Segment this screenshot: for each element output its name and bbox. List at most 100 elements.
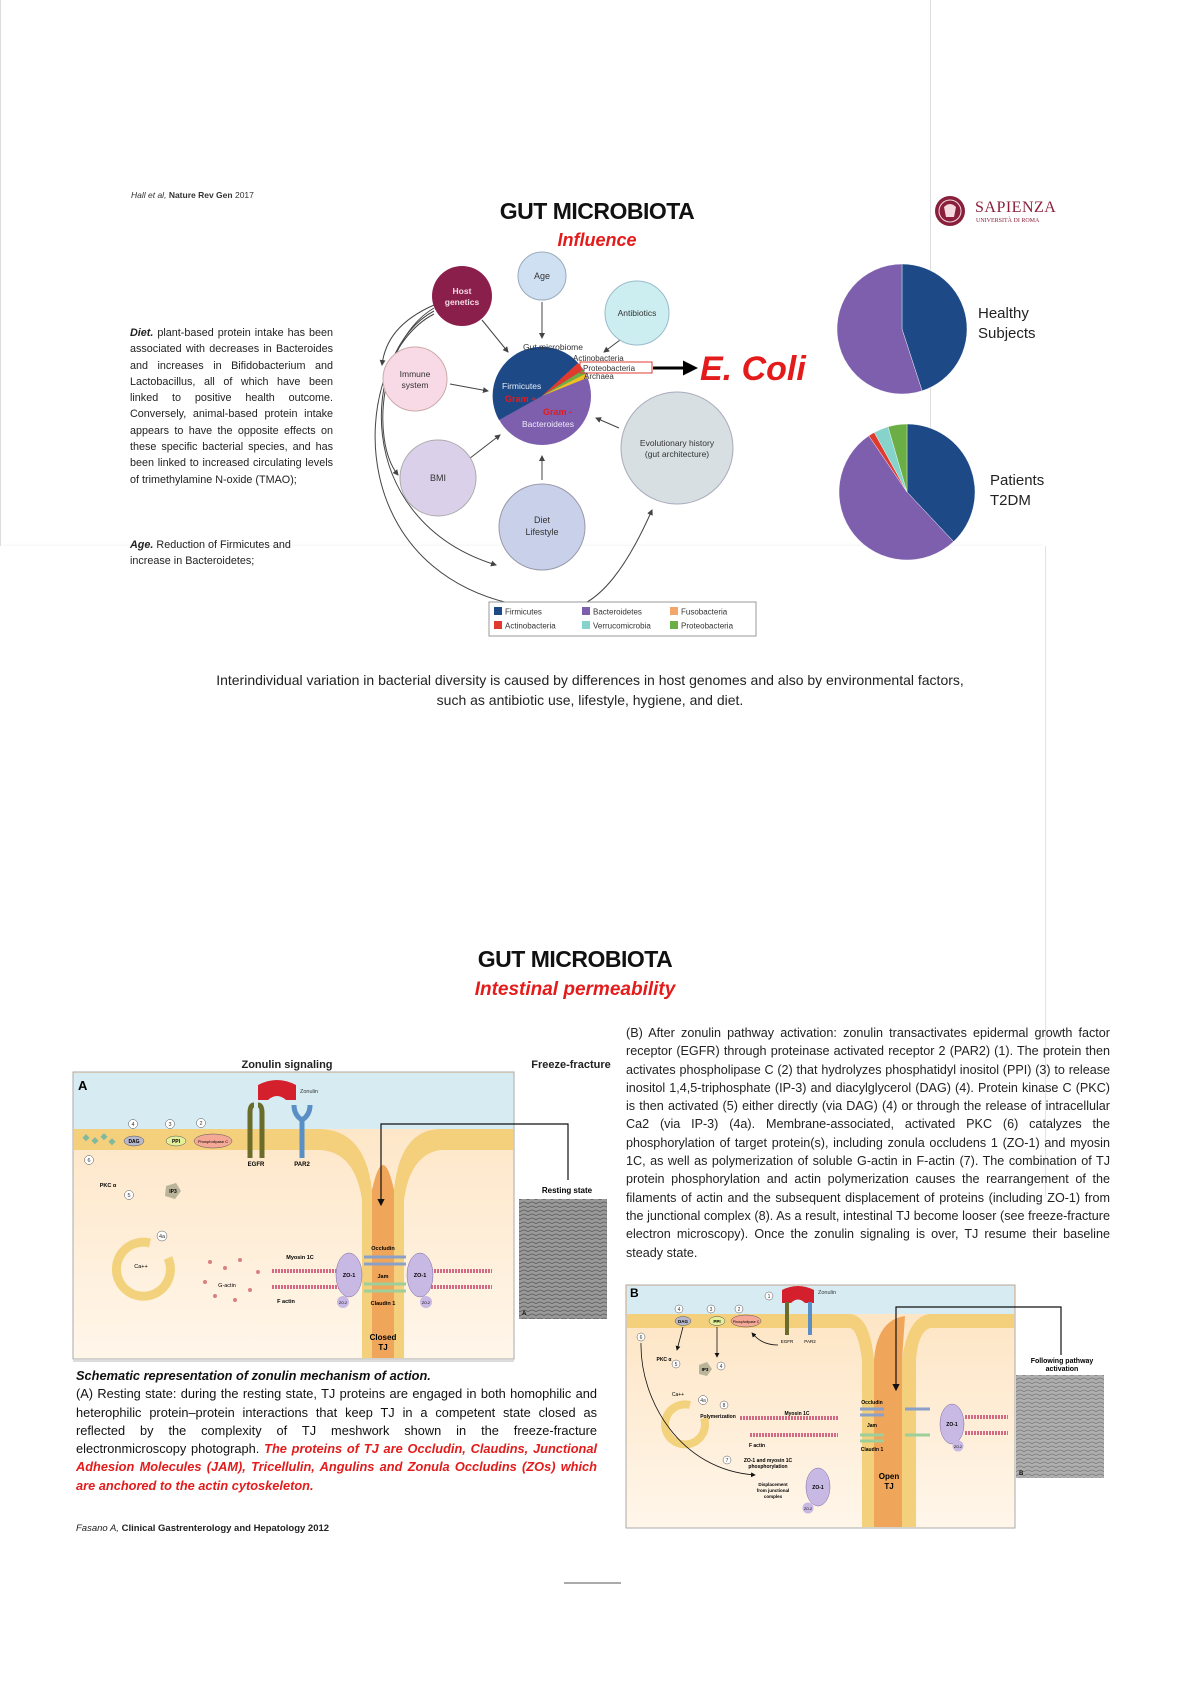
zo1-displaced-label: ZO-1 — [812, 1485, 824, 1491]
diet-text: plant-based protein intake has been asso… — [130, 327, 333, 486]
closed-tj-label-1: Closed — [370, 1333, 397, 1342]
pkc-label-b: PKC α — [656, 1357, 672, 1363]
displacement-label-3: complex — [764, 1494, 783, 1499]
dag-label-a: DAG — [128, 1139, 139, 1145]
par2-label-b: PAR2 — [804, 1339, 816, 1344]
healthy-label-1: Healthy — [978, 305, 1029, 322]
freeze-fracture-heading: Freeze-fracture — [531, 1059, 610, 1071]
micrograph-a-letter: A — [522, 1311, 527, 1317]
egfr-label-a: EGFR — [248, 1162, 265, 1168]
zo2-displaced-label: ZO-2 — [804, 1507, 812, 1511]
panel-a: Zonulin EGFR PAR2 DAG PPI Phospholipase … — [72, 1071, 515, 1360]
sapienza-logo: SAPIENZA UNIVERSITÀ DI ROMA — [934, 195, 1059, 229]
citation-author: Fasano A, — [76, 1523, 119, 1534]
ppi-label-b: PPI — [713, 1319, 720, 1324]
age-paragraph: Age. Reduction of Firmicutes and increas… — [130, 537, 333, 570]
jam-label-b: Jam — [867, 1423, 878, 1429]
step-5-b: 5 — [675, 1362, 678, 1368]
logo-subname: UNIVERSITÀ DI ROMA — [976, 218, 1040, 224]
patients-label-2: T2DM — [990, 492, 1031, 509]
claudin-label-b: Claudin 1 — [861, 1447, 884, 1453]
pie-slice-bacteroidetes — [838, 435, 954, 561]
legend-label: Firmicutes — [505, 608, 542, 617]
legend-swatch — [582, 607, 590, 615]
diet-node-label-2: Lifestyle — [525, 527, 558, 537]
legend-swatch — [494, 607, 502, 615]
step-3-b: 3 — [710, 1307, 713, 1313]
myosin-label-b: Myosin 1C — [784, 1411, 809, 1417]
gram-negative-label: Gram - — [543, 407, 572, 417]
closed-tj-label-2: TJ — [378, 1343, 387, 1352]
caption-red-text: The proteins of TJ are Occludin, Claudin… — [76, 1441, 597, 1493]
slide1-title: GUT MICROBIOTA — [499, 198, 695, 224]
diet-label: Diet. — [130, 327, 154, 339]
zonulin-signaling-heading: Zonulin signaling — [241, 1059, 332, 1071]
claudin-label-a: Claudin 1 — [371, 1301, 396, 1307]
f-actin-label-a: F actin — [277, 1299, 295, 1305]
ip3-label-b: IP3 — [702, 1367, 709, 1372]
slide1-caption: Interindividual variation in bacterial d… — [140, 670, 1040, 710]
citation-journal: Nature Rev Gen — [168, 190, 233, 200]
legend-label: Actinobacteria — [505, 622, 556, 631]
archaea-label: Archaea — [584, 372, 614, 381]
caption-line-2: such as antibiotic use, lifestyle, hygie… — [436, 692, 744, 708]
slide2-caption: Schematic representation of zonulin mech… — [76, 1367, 597, 1495]
step-3-a: 3 — [168, 1122, 171, 1128]
micrograph-b-letter: B — [1019, 1471, 1024, 1477]
age-circle — [517, 251, 567, 301]
step-5-a: 5 — [127, 1193, 130, 1199]
healthy-label-2: Subjects — [978, 325, 1036, 342]
occludin-label-b: Occludin — [861, 1400, 882, 1406]
gut-microbiome-label: Gut microbiome — [523, 342, 583, 352]
evolutionary-circle — [620, 391, 734, 505]
step-8-b: 8 — [723, 1403, 726, 1409]
step-4a-b: 4a — [700, 1398, 706, 1404]
zo1-label-b: ZO-1 — [946, 1422, 958, 1428]
f-actin-label-b: F actin — [749, 1443, 765, 1449]
citation-journal-2: Clinical Gastrenterology and Hepatology … — [121, 1523, 330, 1534]
ip3-label-a: IP3 — [169, 1189, 177, 1195]
slide-intestinal-permeability — [0, 546, 1046, 1196]
immune-label-2: system — [402, 380, 429, 390]
pie-slice-firmicutes — [906, 423, 976, 542]
sapienza-seal-icon — [935, 196, 965, 226]
resting-state-label: Resting state — [542, 1186, 593, 1195]
host-genetics-label-2: genetics — [445, 297, 480, 307]
zo2-label-a-right: ZO-2 — [422, 1301, 430, 1305]
proteobacteria-label: Proteobacteria — [583, 364, 636, 373]
evolutionary-label-2: (gut architecture) — [645, 449, 709, 459]
pie-slice-bacteroidetes — [836, 263, 923, 395]
resting-state-pointer — [377, 1123, 569, 1207]
zonulin-label-a: Zonulin — [300, 1089, 318, 1095]
resting-state-micrograph — [519, 1199, 607, 1319]
open-tj-label-2: TJ — [884, 1482, 893, 1491]
actinobacteria-label: Actinobacteria — [573, 354, 624, 363]
gut-microbiome-pie — [492, 346, 591, 445]
jam-label-a: Jam — [377, 1274, 388, 1280]
following-activation-label-2: activation — [1046, 1366, 1079, 1373]
panel-b-description: (B) After zonulin pathway activation: zo… — [626, 1026, 1110, 1260]
logo-name: SAPIENZA — [975, 199, 1057, 216]
antibiotics-circle — [604, 280, 670, 346]
host-genetics-circle — [432, 266, 492, 326]
step-6-a: 6 — [87, 1158, 90, 1164]
legend-swatch — [670, 607, 678, 615]
par2-label-a: PAR2 — [294, 1162, 310, 1168]
step-7-b: 7 — [726, 1458, 729, 1464]
slide1-subtitle: Influence — [557, 230, 637, 250]
bmi-circle — [399, 439, 477, 517]
calcium-label-a: Ca++ — [134, 1264, 147, 1270]
panel-b-letter: B — [630, 1286, 639, 1300]
phosphorylation-label-2: phosphorylation — [748, 1464, 787, 1470]
legend-swatch — [494, 621, 502, 629]
age-label: Age. — [130, 539, 154, 551]
following-activation-pointer — [892, 1306, 1062, 1392]
zonulin-label-b: Zonulin — [818, 1290, 836, 1296]
antibiotics-label: Antibiotics — [618, 308, 657, 318]
ppi-label-a: PPI — [172, 1139, 181, 1145]
g-actin-label-a: G-actin — [218, 1283, 236, 1289]
phospholipase-label-b: Phospholipase C — [733, 1320, 760, 1324]
open-tj-label-1: Open — [879, 1472, 900, 1481]
legend-label: Bacteroidetes — [593, 608, 642, 617]
